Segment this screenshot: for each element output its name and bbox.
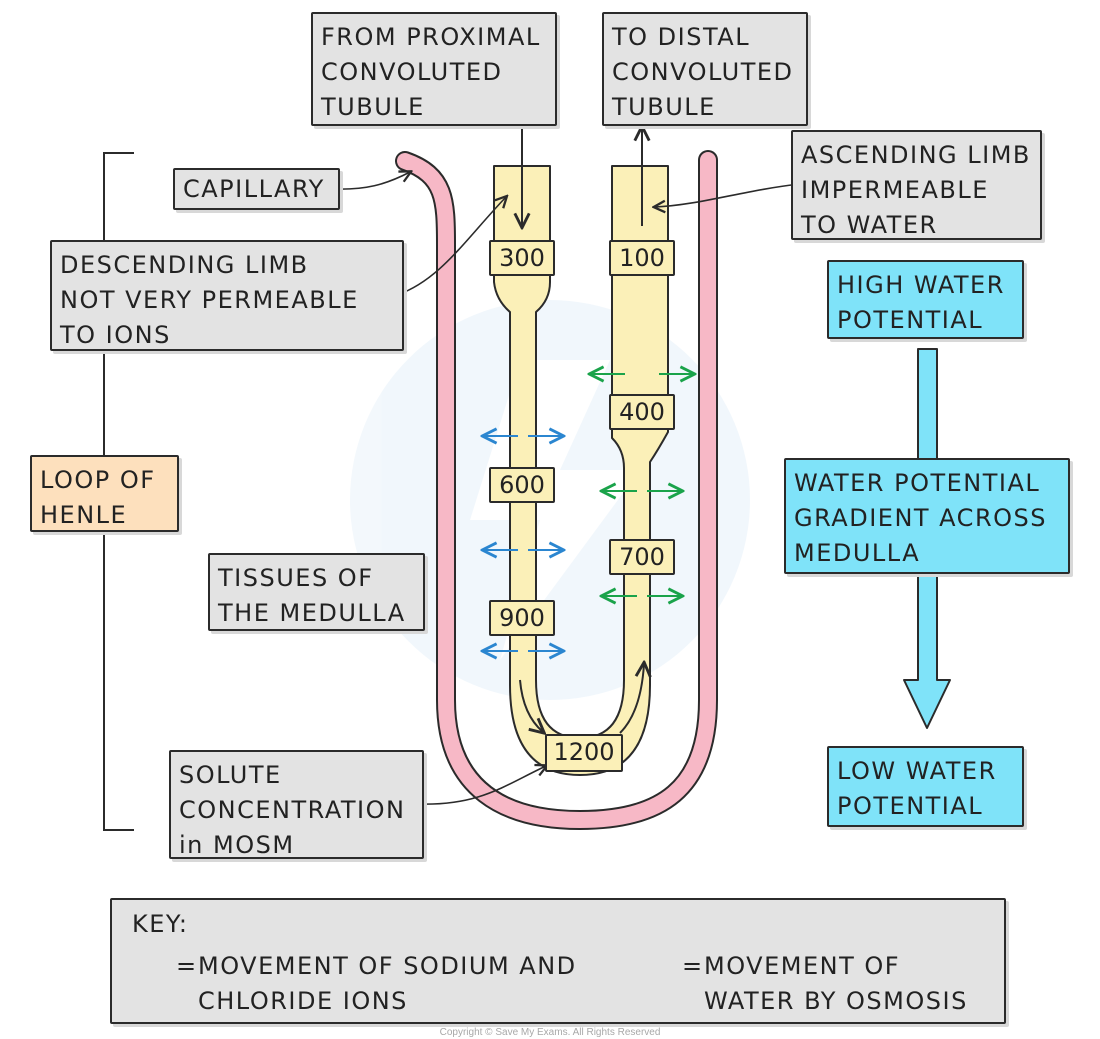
ascending-limb-pointer — [655, 183, 801, 207]
descending-limb-pointer — [396, 197, 506, 296]
ascending-limb-label: ASCENDING LIMB IMPERMEABLE TO WATER — [791, 130, 1042, 240]
loop-tubule — [493, 165, 669, 776]
low-water-potential-label: LOW WATER POTENTIAL — [827, 746, 1024, 827]
solute-pointer — [417, 766, 546, 805]
high-water-potential-label: HIGH WATER POTENTIAL — [827, 260, 1024, 339]
water-movement-arrows — [484, 436, 562, 651]
copyright-notice: Copyright © Save My Exams. All Rights Re… — [439, 1027, 661, 1038]
capillary-label: CAPILLARY — [173, 168, 340, 210]
ion-movement-arrows — [591, 374, 693, 596]
concentration-ascending-100: 100 — [609, 240, 675, 276]
concentration-ascending-400: 400 — [609, 394, 675, 430]
tissues-of-medulla-label: TISSUES OF THE MEDULLA — [208, 553, 425, 631]
flow-arrow-bottom-right — [619, 664, 644, 734]
water-potential-gradient-label: WATER POTENTIAL GRADIENT ACROSS MEDULLA — [784, 458, 1070, 574]
capillary-pointer — [333, 172, 410, 190]
loop-of-henle-label: LOOP OF HENLE — [30, 455, 179, 532]
key-title: KEY: — [132, 910, 189, 938]
key-water-osmosis-text: MOVEMENT OF WATER BY OSMOSIS — [704, 952, 968, 1015]
from-proximal-label: FROM PROXIMAL CONVOLUTED TUBULE — [311, 12, 557, 126]
concentration-ascending-700: 700 — [609, 539, 675, 575]
key-equals-blue: = — [682, 952, 704, 980]
key-sodium-chloride-text: MOVEMENT OF SODIUM AND CHLORIDE IONS — [198, 952, 577, 1015]
concentration-bottom-1200: 1200 — [545, 734, 623, 772]
descending-limb-label: DESCENDING LIMB NOT VERY PERMEABLE TO IO… — [50, 240, 404, 351]
concentration-descending-300: 300 — [489, 240, 555, 276]
solute-concentration-label: SOLUTE CONCENTRATION in MOSM — [169, 750, 424, 859]
to-distal-label: TO DISTAL CONVOLUTED TUBULE — [602, 12, 808, 126]
key-equals-green: = — [176, 952, 198, 980]
key-panel: KEY: = MOVEMENT OF SODIUM AND CHLORIDE I… — [110, 898, 1006, 1024]
concentration-descending-900: 900 — [489, 600, 555, 636]
concentration-descending-600: 600 — [489, 467, 555, 503]
flow-arrow-bottom-left — [519, 679, 543, 732]
